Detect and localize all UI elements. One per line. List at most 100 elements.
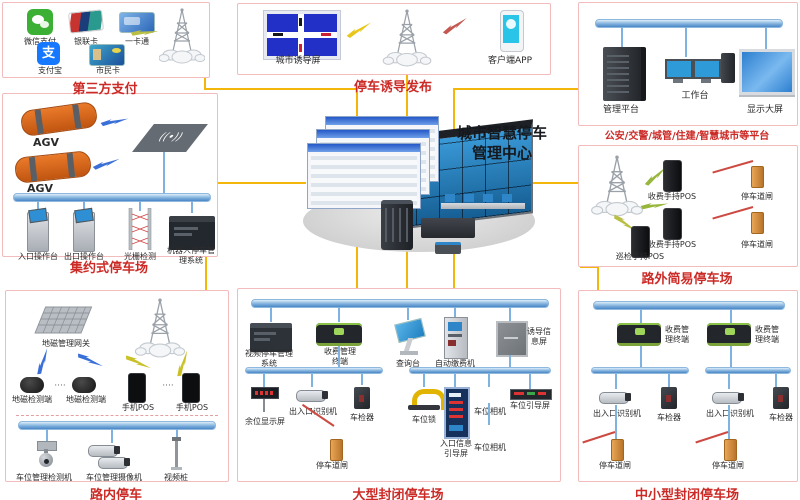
- agv-label: AGV: [26, 182, 54, 195]
- dual-bullet-camera-icon: [88, 443, 132, 469]
- parking-mgmt-camera-label: 车位管理摄像机: [86, 473, 142, 482]
- bus-drop-line: [263, 374, 265, 387]
- toll-terminal-icon: [316, 323, 362, 346]
- space-camera-label: 车位相机: [474, 407, 506, 416]
- workstation-stand: [673, 79, 683, 83]
- link-line: [488, 403, 490, 425]
- section-government-platforms: 管理平台 工作台 显示大屏: [578, 2, 798, 126]
- section-title-small-enclosed: 中小型封闭停车场: [634, 488, 739, 500]
- bus-drop-line: [488, 374, 490, 387]
- app-window: [307, 143, 421, 209]
- entry-info-guide-screen-label: 入口信息引导屏: [440, 439, 472, 458]
- ellipsis-dots: ····: [162, 381, 174, 391]
- geomagnetic-gateway-label: 地磁管理网关: [42, 339, 90, 348]
- connector-line: [216, 182, 306, 184]
- geomagnetic-sensor-icon: [72, 377, 96, 393]
- space-camera-label: 车位相机: [474, 443, 506, 452]
- wireless-antenna-icon: ((•)): [132, 124, 208, 152]
- connector-line: [580, 266, 599, 268]
- lightning-icon: [640, 202, 669, 210]
- anpr-camera-label: 出入口识别机: [706, 409, 754, 418]
- citycard-one-label: 一卡通: [125, 37, 149, 46]
- bus-drop-line: [621, 27, 623, 47]
- alipay-label: 支付宝: [38, 66, 62, 75]
- signal-tower-icon: [159, 8, 205, 64]
- query-kiosk-label: 查询台: [396, 359, 420, 368]
- bus-drop-line: [139, 201, 141, 211]
- network-bus: [13, 193, 211, 202]
- barrier-gate-icon: [751, 212, 764, 234]
- patrol-pos-icon: [631, 226, 650, 258]
- mobile-pos-icon: [182, 373, 200, 403]
- section-title-large-enclosed: 大型封闭停车场: [352, 488, 444, 500]
- laptop-icon: [435, 242, 461, 254]
- parking-lock-icon: [412, 389, 446, 410]
- connector-line: [205, 88, 357, 90]
- section-title-guidance-publishing: 停车诱导发布: [353, 80, 432, 95]
- bus-drop-line: [311, 374, 313, 387]
- section-title-simple-offstreet: 路外简易停车场: [641, 272, 733, 287]
- guidance-info-panel-label: 诱导信息屏: [527, 327, 551, 346]
- bus-drop-line: [270, 307, 272, 322]
- vehicle-detector-icon: [354, 387, 370, 409]
- agv-robot-icon: [19, 100, 99, 138]
- ptz-camera-icon: [34, 441, 58, 471]
- lightning-icon: [92, 158, 120, 170]
- bus-drop-line: [615, 374, 617, 389]
- antenna-stem-line: [163, 152, 165, 193]
- link-line: [615, 405, 617, 439]
- section-guidance-publishing: 城市诱导屏 客户端APP: [237, 3, 551, 75]
- big-display-label: 显示大屏: [746, 105, 783, 115]
- geomagnetic-sensor-icon: [20, 377, 44, 393]
- guidance-info-panel-icon: [496, 321, 528, 357]
- connector-line: [204, 70, 206, 90]
- bus-drop-line: [423, 374, 425, 387]
- section-title-government-platforms: 公安/交警/城管/住建/智慧城市等平台: [604, 131, 770, 142]
- barrier-gate-icon: [330, 439, 343, 461]
- robot-parking-system-icon: [169, 216, 215, 250]
- remaining-spaces-display-label: 余位显示屏: [245, 417, 285, 426]
- lightning-icon: [442, 18, 467, 35]
- workstation-monitor-icon: [665, 59, 693, 79]
- alipay-icon: 支: [37, 42, 60, 65]
- bus-drop-line: [668, 374, 670, 387]
- lightning-icon: [78, 353, 103, 367]
- signal-tower-icon: [134, 298, 186, 358]
- network-bus: [251, 299, 549, 308]
- bus-drop-line: [111, 429, 113, 443]
- parking-lock-base: [408, 405, 440, 410]
- bus-drop-line: [361, 374, 363, 385]
- barrier-gate-label: 停车道闸: [712, 461, 744, 470]
- barrier-gate-label: 停车道闸: [316, 461, 348, 470]
- workstation-stand: [701, 79, 711, 83]
- lightning-icon: [177, 350, 188, 377]
- barrier-gate-icon: [611, 439, 624, 461]
- bus-drop-line: [765, 27, 767, 49]
- bus-drop-line: [730, 309, 732, 323]
- workstation-label: 工作台: [681, 91, 709, 101]
- mobile-pos-label: 手机POS: [175, 403, 209, 412]
- section-intensive-parking: AGV AGV ((•)) 入口操作台 出口操作台 光栅检测 机器人停车管理系统: [2, 93, 218, 265]
- management-platform-label: 管理平台: [602, 105, 639, 115]
- agv-label: AGV: [32, 136, 60, 149]
- lightning-icon: [126, 355, 151, 369]
- bus-drop-line: [685, 27, 687, 57]
- center-command-hub: 城市智慧停车管理中心: [295, 108, 557, 258]
- toll-terminal-label: 收费管理终端: [324, 347, 356, 366]
- lightning-icon: [130, 29, 159, 36]
- city-guidance-screen-icon: [264, 11, 340, 59]
- anpr-camera-icon: [296, 389, 332, 403]
- geomagnetic-gateway-icon: [34, 306, 93, 334]
- rack-box-icon: [421, 218, 475, 238]
- lightning-icon: [346, 22, 371, 38]
- wechat-pay-label: 微信支付: [13, 37, 67, 47]
- connector-line: [512, 182, 580, 184]
- barrier-gate-label: 停车道闸: [741, 192, 773, 201]
- bus-drop-line: [338, 346, 340, 367]
- vehicle-detector-label: 车检器: [657, 413, 681, 422]
- barrier-gate-label: 停车道闸: [599, 461, 631, 470]
- sub-network-bus: [245, 367, 383, 374]
- sub-network-bus: [409, 367, 551, 374]
- lightning-icon: [644, 166, 667, 186]
